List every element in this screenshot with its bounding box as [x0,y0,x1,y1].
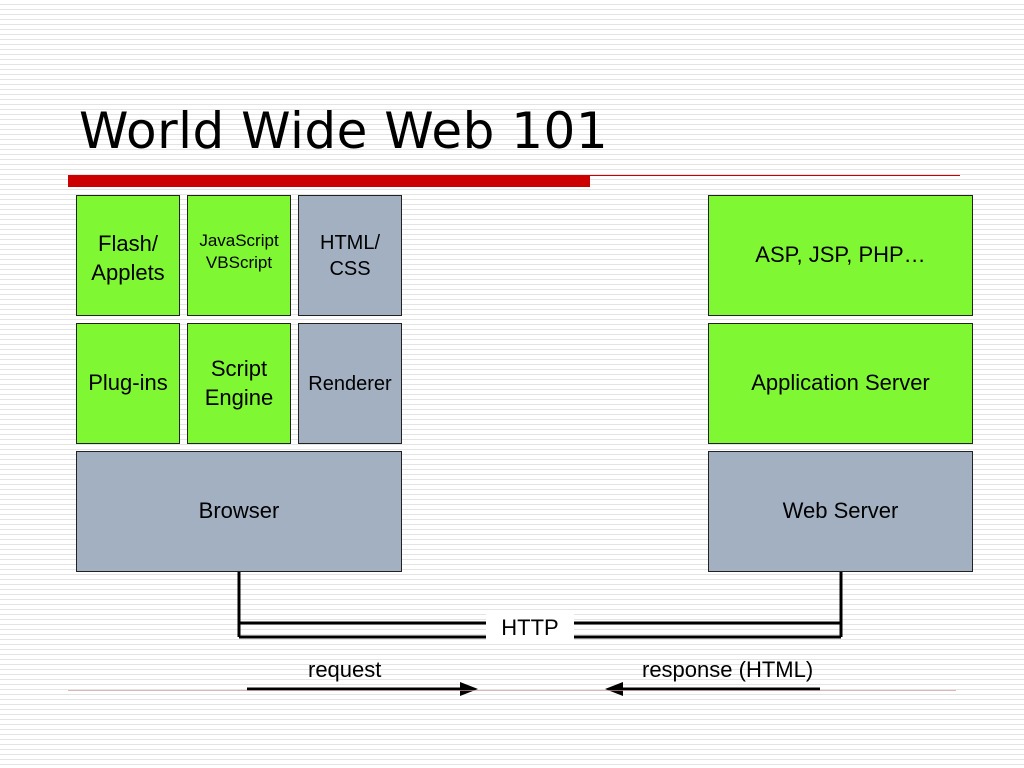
request-arrow [247,682,478,696]
request-label: request [308,657,382,682]
javascript-vbscript-box: JavaScript VBScript [187,195,291,316]
web-server-box: Web Server [708,451,973,572]
slide-title: World Wide Web 101 [79,102,609,160]
renderer-box: Renderer [298,323,402,444]
title-underline-bar [68,175,590,187]
application-server-box: Application Server [708,323,973,444]
http-label: HTTP [486,612,574,644]
response-arrow [605,682,820,696]
plugins-box: Plug-ins [76,323,180,444]
script-engine-box: Script Engine [187,323,291,444]
browser-box: Browser [76,451,402,572]
flash-applets-box: Flash/ Applets [76,195,180,316]
footer-divider [68,690,956,691]
response-label: response (HTML) [642,657,814,682]
html-css-box: HTML/ CSS [298,195,402,316]
asp-jsp-php-box: ASP, JSP, PHP… [708,195,973,316]
title-underline-line [590,175,960,176]
